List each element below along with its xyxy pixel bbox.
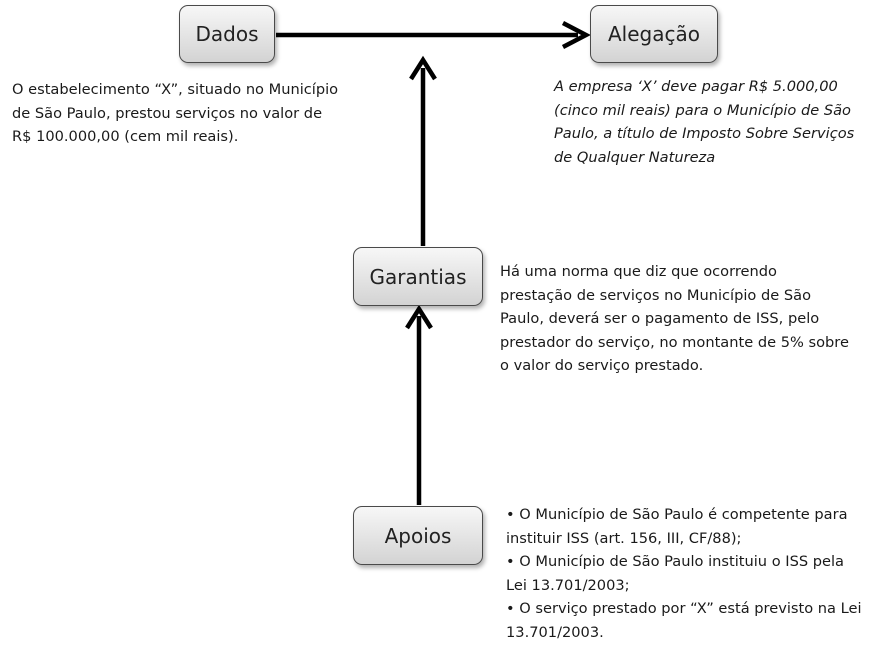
node-apoios: Apoios [353,506,483,565]
garantias-description: Há uma norma que diz que ocorrendo prest… [500,263,849,374]
arrowhead-alegacao [561,21,591,49]
apoios-item: • O serviço prestado por “X” está previs… [506,600,862,641]
dados-description: O estabelecimento “X”, situado no Municí… [12,81,339,145]
node-garantias-label: Garantias [369,264,467,289]
node-dados-label: Dados [195,22,259,46]
apoios-description: • O Município de São Paulo é competente … [506,503,866,644]
node-dados: Dados [179,5,275,63]
alegacao-description: A empresa ‘X’ deve pagar R$ 5.000,00 (ci… [554,78,855,166]
node-apoios-label: Apoios [384,523,452,548]
arrowhead-garantias [405,304,433,330]
node-alegacao-label: Alegação [608,22,700,46]
apoios-item: • O Município de São Paulo instituiu o I… [506,553,844,594]
node-garantias: Garantias [353,247,483,306]
node-alegacao: Alegação [590,5,718,63]
apoios-item: • O Município de São Paulo é competente … [506,506,848,547]
arrowhead-claim-line [409,55,437,81]
